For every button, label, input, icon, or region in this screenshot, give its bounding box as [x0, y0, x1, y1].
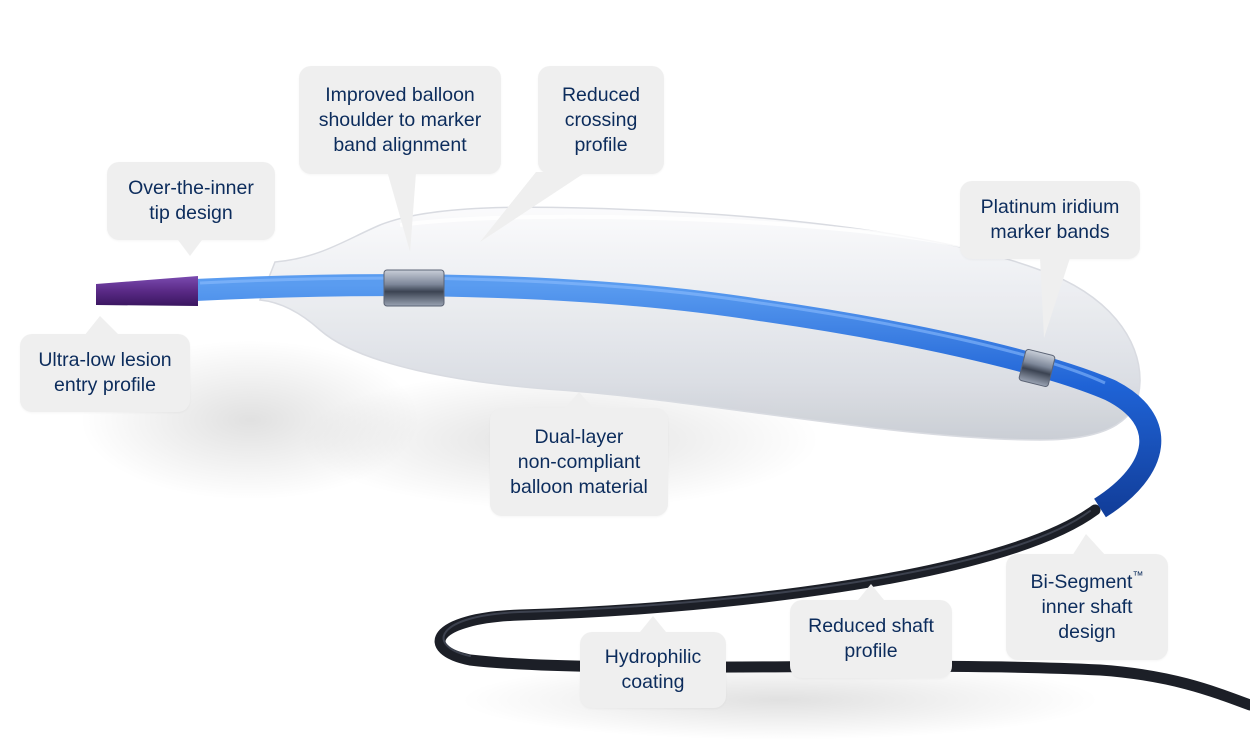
- callout-line: Hydrophilic: [604, 646, 702, 668]
- trademark-mark: ™: [1132, 570, 1144, 582]
- callout-line: design: [1058, 620, 1116, 643]
- callout-line: Bi-Segment™: [1031, 570, 1144, 595]
- marker-band-distal: [1018, 348, 1056, 388]
- callout-dual-layer: Dual-layer non-compliant balloon materia…: [490, 408, 668, 516]
- callout-line: tip design: [149, 202, 233, 224]
- callout-pointer: [84, 316, 120, 336]
- callout-line: coating: [621, 671, 685, 693]
- callout-line: Reduced shaft: [808, 615, 934, 637]
- callout-line: non-compliant: [517, 450, 641, 473]
- callout-line: inner shaft: [1041, 595, 1133, 618]
- callout-improved-balloon: Improved balloon shoulder to marker band…: [299, 66, 501, 174]
- callout-hydrophilic: Hydrophilic coating: [580, 632, 726, 708]
- callout-reduced-shaft: Reduced shaft profile: [790, 600, 952, 678]
- callout-line: entry profile: [54, 374, 156, 396]
- callout-line: shoulder to marker: [318, 108, 482, 131]
- callout-line: Dual-layer: [534, 425, 624, 448]
- callout-line: crossing: [564, 108, 638, 131]
- callout-line: Improved balloon: [325, 83, 475, 106]
- catheter-tip: [96, 276, 198, 306]
- callout-line: profile: [574, 133, 628, 156]
- callout-pointer: [1040, 258, 1070, 338]
- callout-line: profile: [844, 640, 898, 662]
- callout-line: band alignment: [333, 133, 467, 156]
- callout-line: Ultra-low lesion: [38, 349, 172, 371]
- callout-reduced-crossing: Reduced crossing profile: [538, 66, 664, 174]
- callout-ultra-low-lesion: Ultra-low lesion entry profile: [20, 334, 190, 412]
- balloon: [258, 206, 1141, 441]
- callout-platinum-iridium: Platinum iridium marker bands: [960, 181, 1140, 259]
- callout-over-the-inner-tip: Over-the-inner tip design: [107, 162, 275, 240]
- callout-line: marker bands: [990, 221, 1110, 243]
- outer-shaft-highlight: [442, 510, 1091, 657]
- callout-line: Over-the-inner: [128, 177, 254, 199]
- callout-pointer: [178, 240, 202, 256]
- callout-pointer: [1072, 534, 1106, 556]
- callout-line: balloon material: [510, 475, 648, 498]
- callout-bi-segment: Bi-Segment™ inner shaft design: [1006, 554, 1168, 660]
- callout-pointer: [640, 616, 666, 632]
- outer-shaft: [434, 504, 1250, 711]
- callout-pointer: [565, 392, 593, 408]
- callout-line: Platinum iridium: [980, 196, 1120, 218]
- inner-shaft-highlight: [199, 276, 1106, 385]
- callout-pointer: [480, 172, 586, 242]
- callout-text: Bi-Segment: [1030, 570, 1133, 593]
- marker-band-proximal: [383, 269, 445, 307]
- callout-line: Reduced: [561, 83, 641, 106]
- callout-pointer: [858, 584, 884, 600]
